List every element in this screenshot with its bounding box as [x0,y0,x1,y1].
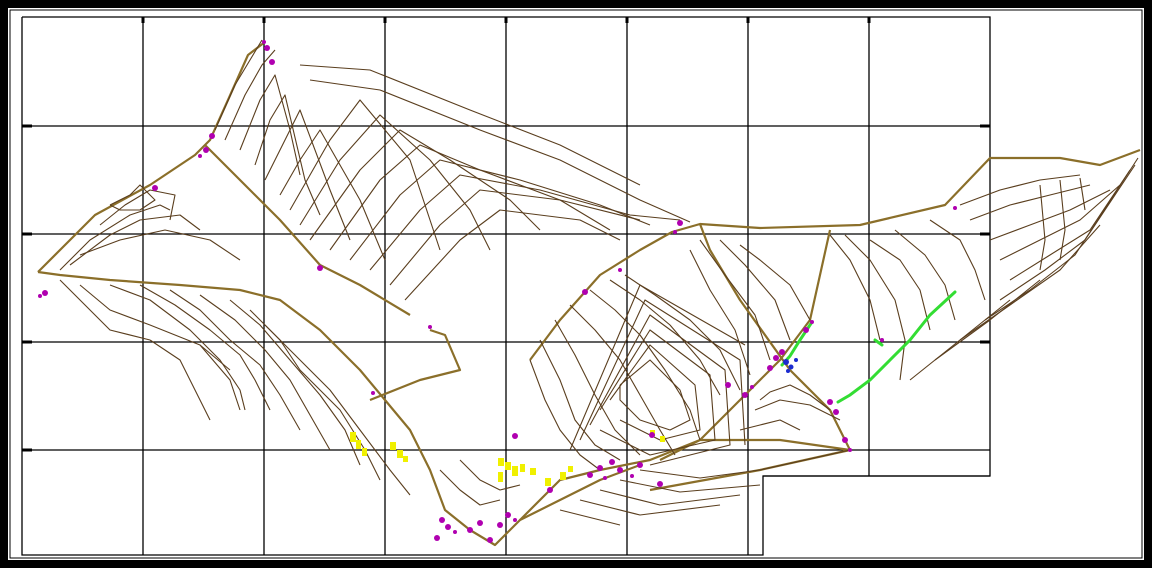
blue-feature-cluster [783,358,798,373]
marker-points [38,40,957,543]
inner-border [9,9,1143,559]
paper-area [8,8,1144,560]
contour-lines [59,39,1139,526]
yellow-features [350,430,665,486]
grid-ticks [22,17,990,452]
